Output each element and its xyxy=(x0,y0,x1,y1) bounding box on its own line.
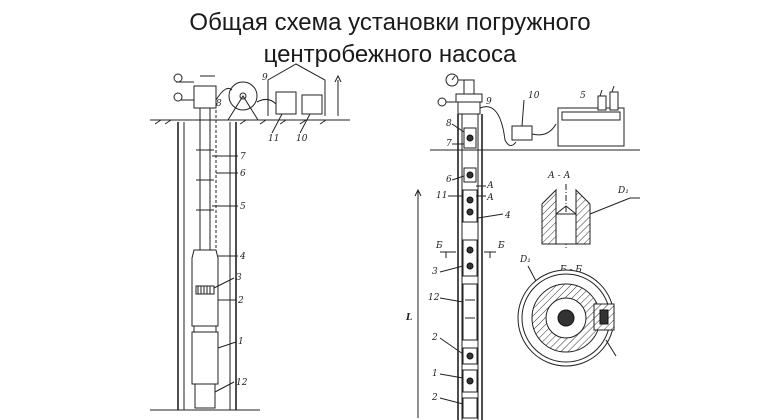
slide-title-line1: Общая схема установки погружного xyxy=(189,9,591,36)
shaft-section xyxy=(557,309,575,327)
label-6: 6 xyxy=(446,175,452,185)
label-3: 3 xyxy=(432,267,438,277)
label-10: 10 xyxy=(528,91,540,101)
label-1: 1 xyxy=(432,369,438,379)
label-8: 8 xyxy=(446,119,452,129)
control-station xyxy=(301,94,323,115)
junction-box xyxy=(511,125,533,141)
label-10: 10 xyxy=(296,134,308,144)
label-5: 5 xyxy=(240,202,246,212)
label-2: 2 xyxy=(431,333,438,343)
label-1: 1 xyxy=(238,337,244,347)
wellhead xyxy=(463,79,475,95)
section-mark-a-bottom: А xyxy=(486,193,494,203)
valve-icon xyxy=(173,73,183,83)
section-a-a-title: А - А xyxy=(547,171,571,181)
label-7: 7 xyxy=(446,139,452,149)
power-cable xyxy=(479,106,517,146)
dim-d1-label-aa: D₁ xyxy=(617,186,629,196)
label-9: 9 xyxy=(486,97,492,107)
slide-title-line2: центробежного насоса xyxy=(263,41,517,68)
label-11: 11 xyxy=(436,191,447,201)
section-mark-a-top: А xyxy=(486,181,494,191)
label-11: 11 xyxy=(268,134,279,144)
label-4: 4 xyxy=(239,252,246,262)
length-label: L xyxy=(405,313,412,323)
label-2-lower: 2 xyxy=(431,393,438,403)
shelter xyxy=(267,63,326,116)
motor xyxy=(191,331,219,385)
valve-icon xyxy=(173,92,183,102)
left-diagram: 9 8 11 10 7 6 5 4 3 2 1 12 xyxy=(150,63,350,411)
pump-string xyxy=(462,127,478,419)
section-mark-b-left: Б xyxy=(435,241,443,251)
label-12: 12 xyxy=(236,378,248,388)
transformer xyxy=(275,91,297,115)
label-7: 7 xyxy=(240,152,246,162)
label-3: 3 xyxy=(236,273,242,283)
label-2: 2 xyxy=(237,296,244,306)
valve-icon xyxy=(437,97,447,107)
dim-d1-label-bb: D₁ xyxy=(519,255,531,265)
label-5: 5 xyxy=(580,91,586,101)
label-8: 8 xyxy=(216,99,222,109)
section-b-b: Б - Б D₁ xyxy=(517,255,617,367)
gas-separator xyxy=(195,285,215,295)
right-diagram: L А А Б Б 10 5 9 8 7 6 11 4 3 xyxy=(405,73,640,420)
compensator xyxy=(194,383,216,409)
wellhead xyxy=(193,85,217,109)
section-a-a: А - А D₁ xyxy=(541,171,640,250)
label-4: 4 xyxy=(504,211,511,221)
label-9: 9 xyxy=(262,73,268,83)
label-12: 12 xyxy=(428,293,440,303)
label-6: 6 xyxy=(240,169,246,179)
section-mark-b-right: Б xyxy=(497,241,505,251)
protector xyxy=(193,325,217,333)
